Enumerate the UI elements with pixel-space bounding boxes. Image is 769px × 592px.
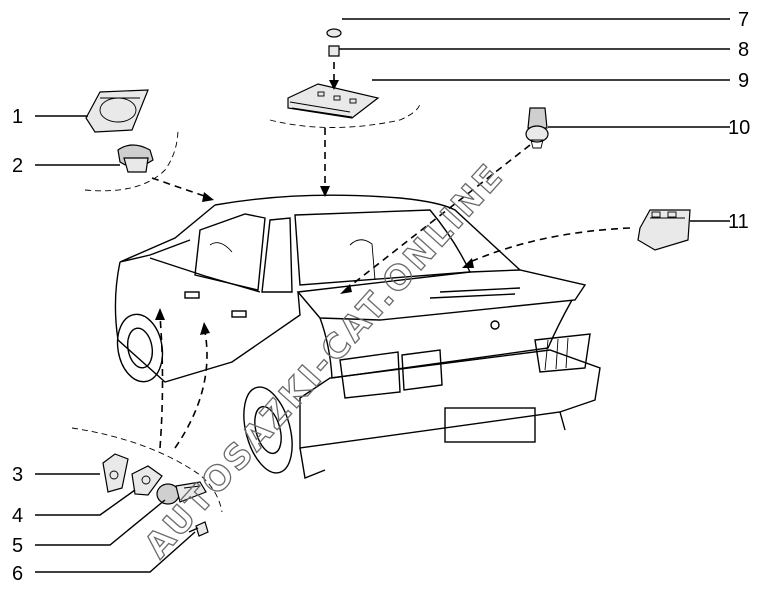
callout-numbers: 1 2 3 4 5 6 7 8 9 10 11 bbox=[12, 9, 750, 585]
car-illustration bbox=[114, 194, 601, 479]
part-7-cap bbox=[326, 28, 342, 38]
callout-8: 8 bbox=[738, 39, 749, 61]
part-1-lamp-housing bbox=[85, 89, 149, 133]
callout-5: 5 bbox=[12, 535, 23, 557]
part-8-screw bbox=[328, 45, 340, 57]
callout-9: 9 bbox=[738, 70, 749, 92]
part-2-bulb-socket bbox=[117, 144, 154, 173]
part-3-bracket bbox=[102, 453, 129, 493]
callout-7: 7 bbox=[738, 9, 749, 31]
callout-10: 10 bbox=[728, 117, 750, 139]
part-5-door-switch bbox=[156, 481, 207, 505]
callout-11: 11 bbox=[728, 211, 749, 233]
part-11-plate-lamp bbox=[637, 209, 691, 251]
part-9-dome-lamp bbox=[287, 83, 380, 119]
callout-3: 3 bbox=[12, 464, 23, 486]
callout-1: 1 bbox=[12, 106, 23, 128]
part-10-bulb-holder bbox=[525, 107, 549, 149]
part-6-screw bbox=[188, 521, 209, 537]
callout-6: 6 bbox=[12, 563, 23, 585]
callout-4: 4 bbox=[12, 505, 23, 527]
leader-lines bbox=[35, 18, 730, 573]
callout-2: 2 bbox=[12, 155, 23, 177]
assembly-arrows bbox=[71, 62, 631, 513]
